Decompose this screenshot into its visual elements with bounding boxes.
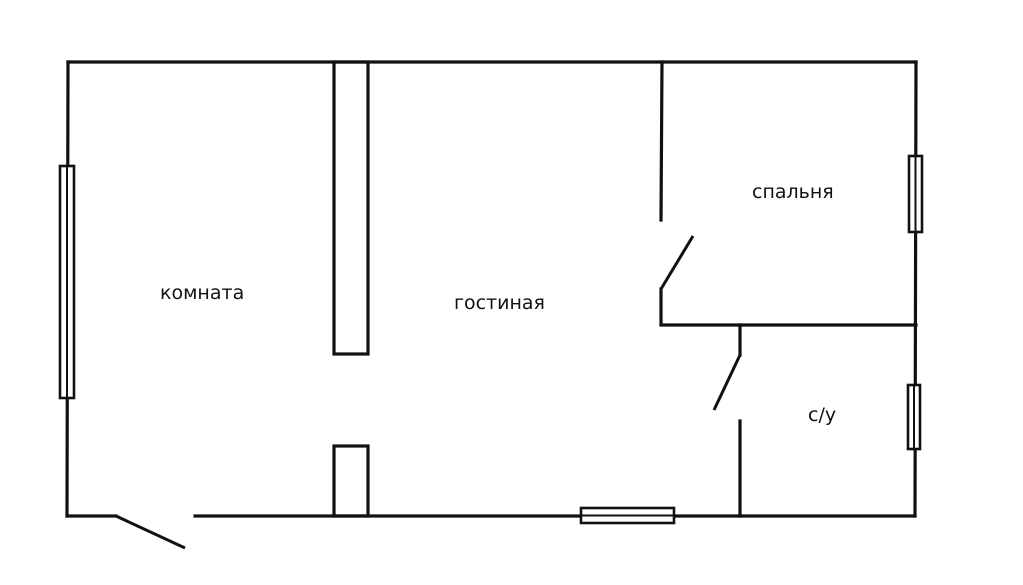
window-bathroom <box>906 383 922 451</box>
room-label-gostinaya: гостиная <box>454 292 545 314</box>
entrance-door-leaf <box>115 514 186 550</box>
bedroom-west-wall-lower <box>659 287 918 327</box>
window-bedroom <box>907 154 924 234</box>
bedroom-door-leaf <box>659 235 695 290</box>
room-label-spalnya: спальня <box>752 181 834 203</box>
window-left <box>58 164 76 400</box>
window-bottom <box>579 506 676 525</box>
partition-upper <box>332 60 370 356</box>
room-label-komnata: комната <box>160 282 245 304</box>
outer-walls <box>65 60 918 518</box>
bathroom-door-leaf <box>712 354 742 411</box>
room-label-bathroom: с/у <box>808 404 837 426</box>
bedroom-west-wall-upper <box>659 60 664 222</box>
partition-lower <box>332 444 370 518</box>
